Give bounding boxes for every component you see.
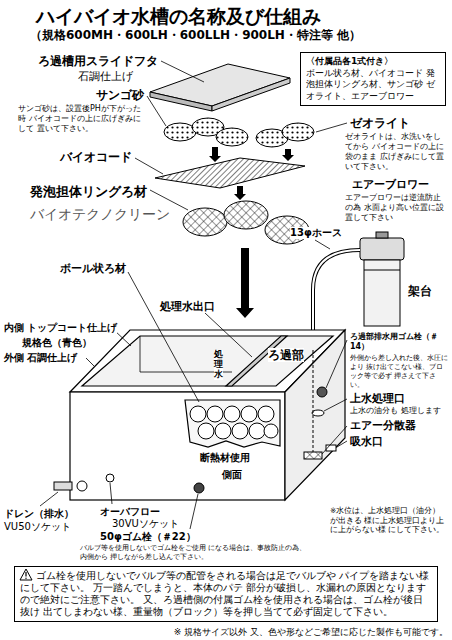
down-arrows (209, 147, 294, 318)
subtitle: （規格600MH・600LH・600LLH・900LH・特注等 他） (30, 28, 361, 42)
hose-size: 13φホース (290, 227, 342, 239)
footer-note: ※ 規格サイズ以外 又、色や形などご希望に応じた製作も可能です。 (174, 627, 448, 638)
air-blower (360, 232, 404, 326)
tank-body (70, 330, 345, 500)
part-name: 側面 (222, 469, 242, 481)
usage-note: 上水の油分も 処理します (350, 406, 448, 416)
usage-note: サンゴ砂は、設置後PHが下がった時 バイオコードの上に広げぎみにして 置いて下さ… (18, 104, 144, 134)
part-name: 上水処理口 (350, 392, 405, 405)
part-name: エアー分散器 (350, 419, 416, 432)
part-name: エアーブロワー (352, 178, 429, 191)
title: ハイバイオ水槽の名称及び仕組み (36, 4, 321, 30)
finish-note: 外側 石調仕上げ (4, 352, 77, 364)
warning-icon (20, 569, 32, 580)
box-text: ボール状ろ材、バイオコード 発泡担体リングろ材、サンゴ砂 ゼオライト、エアーブロ… (306, 68, 440, 103)
finish-note: 規格色（青色） (22, 337, 92, 349)
usage-note: エアーブロワーは逆流防止の為 水面より高い位置に設置して下さい (345, 193, 448, 223)
part-name: ろ過部排水用ゴム栓（＃14） (350, 332, 448, 352)
box-heading: 〈付属品各1式付き〉 (306, 56, 440, 68)
part-name: 処理水 (214, 350, 223, 380)
part-name: 処理水出口 (160, 300, 215, 313)
usage-note: 外側から差し入れた後、水圧により 抜け出てこない様、ブロック等で必ず 押さえて下… (350, 354, 448, 390)
part-name: ボール状ろ材 (60, 262, 126, 275)
part-name: ろ過槽用スライドフタ (38, 54, 158, 68)
ball-media (190, 406, 278, 439)
part-name: 発泡担体リングろ材 (30, 184, 147, 200)
bio-cord-layer (155, 158, 305, 188)
part-name: ろ過部 (268, 348, 304, 362)
part-name: サンゴ砂 (96, 88, 144, 102)
part-name: 架台 (408, 284, 432, 298)
zeolite-bags (256, 123, 314, 147)
part-name: バイオコード (60, 150, 132, 164)
finish-note: 内側 トップコート仕上げ (4, 322, 117, 333)
product-name: バイオテクノクリーン (30, 206, 170, 223)
part-name: 吸水口 (350, 435, 383, 448)
part-name: オーバフロー (100, 506, 160, 518)
tank-fittings (54, 350, 336, 493)
parts-list-box: 〈付属品各1式付き〉ボール状ろ材、バイオコード 発泡担体リングろ材、サンゴ砂 ゼ… (300, 52, 446, 106)
finish-note: 石調仕上げ (78, 70, 133, 83)
usage-note: バルブ等を使用しないでゴム栓をご使用 になる場合は、事故防止の為、内側から 押し… (80, 544, 312, 562)
fitting-size: 30VUソケット (112, 518, 179, 530)
fitting-size: VU50ソケット (4, 521, 71, 533)
warning-box: ゴム栓を使用しないでバルブ等の配管をされる場合は足でバルブや パイプを踏まない様… (14, 566, 438, 622)
water-level-note: ※水位は、上水処理口（油分）が出きる 様に上水処理口より上に上がらない様 にして… (330, 506, 446, 535)
part-name: 50φゴム栓（＃22） (100, 531, 196, 543)
part-name: ドレン（排水） (4, 508, 74, 520)
part-name: 断熱材使用 (200, 452, 250, 464)
box-text: ゴム栓を使用しないでバルブ等の配管をされる場合は足でバルブや パイプを踏まない様… (20, 570, 432, 618)
coral-sand-bags (164, 118, 248, 146)
usage-note: ゼオライトは、水洗いをしてから バイオコードの上に袋のまま 広げぎみにして置いて… (345, 132, 448, 172)
slide-lid (150, 64, 290, 111)
part-name: ゼオライト (350, 116, 410, 130)
